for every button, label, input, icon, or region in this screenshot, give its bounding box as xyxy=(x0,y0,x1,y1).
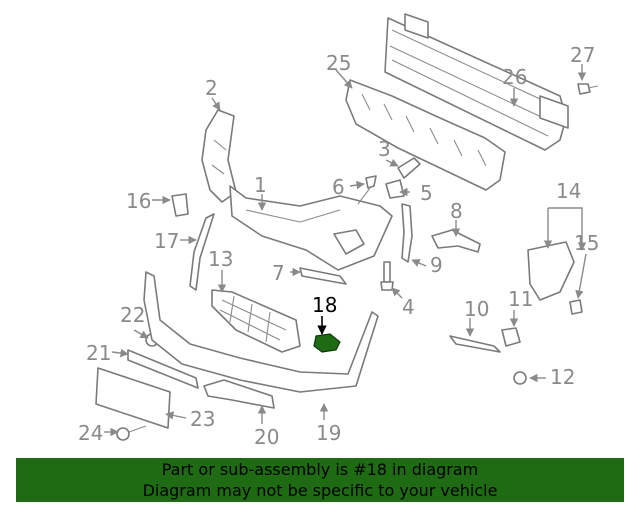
callout-14: 14 xyxy=(556,179,581,203)
callout-24: 24 xyxy=(78,421,103,445)
callout-17: 17 xyxy=(154,229,179,253)
callout-7: 7 xyxy=(272,261,285,285)
banner-line-1: Part or sub-assembly is #18 in diagram xyxy=(161,460,479,479)
callout-26: 26 xyxy=(502,65,527,89)
callout-5: 5 xyxy=(420,181,433,205)
callout-10: 10 xyxy=(464,297,489,321)
callout-11: 11 xyxy=(508,287,533,311)
part-25-energy-absorber xyxy=(345,79,506,191)
callout-20: 20 xyxy=(254,425,279,449)
parts-diagram: 2 1 3 5 6 16 17 7 8 9 4 13 22 21 23 24 2… xyxy=(78,13,599,449)
callout-27: 27 xyxy=(570,43,595,67)
callout-1: 1 xyxy=(254,173,267,197)
part-15-screw xyxy=(569,299,583,315)
part-info-banner: Part or sub-assembly is #18 in diagram D… xyxy=(16,458,624,502)
callout-15: 15 xyxy=(574,231,599,255)
part-9-retainer xyxy=(401,203,413,263)
callout-labels: 2 1 3 5 6 16 17 7 8 9 4 13 22 21 23 24 2… xyxy=(78,43,599,449)
callout-3: 3 xyxy=(378,137,391,161)
part-24-screw xyxy=(116,425,147,441)
part-27-bolt xyxy=(577,83,599,95)
part-14-splash-shield xyxy=(527,241,575,301)
part-5-clip xyxy=(385,179,405,199)
callout-18-highlighted: 18 xyxy=(312,293,337,317)
callout-2: 2 xyxy=(205,76,218,100)
part-lower-lip xyxy=(203,379,275,409)
callout-23: 23 xyxy=(190,407,215,431)
part-17-side-bracket xyxy=(189,213,215,291)
part-18-highlighted xyxy=(313,333,341,353)
part-3-bracket xyxy=(397,157,421,179)
callout-16: 16 xyxy=(126,189,151,213)
part-4-bolt xyxy=(380,261,394,291)
callout-22: 22 xyxy=(120,303,145,327)
part-11-nut xyxy=(501,327,521,347)
part-6-pin xyxy=(357,175,377,205)
part-7-trim xyxy=(299,267,347,285)
callout-12: 12 xyxy=(550,365,575,389)
banner-line-2: Diagram may not be specific to your vehi… xyxy=(142,481,498,500)
part-16-bracket xyxy=(171,193,189,217)
part-13-grille xyxy=(211,289,301,353)
part-2-upper-cover xyxy=(201,109,237,203)
callout-4: 4 xyxy=(402,295,415,319)
callout-13: 13 xyxy=(208,247,233,271)
part-19-lower-valance xyxy=(143,271,379,393)
part-12-screw xyxy=(513,371,527,385)
callout-9: 9 xyxy=(430,253,443,277)
callout-6: 6 xyxy=(332,175,345,199)
part-26-impact-beam xyxy=(384,13,569,151)
callout-8: 8 xyxy=(450,199,463,223)
part-23-plate-bracket xyxy=(95,367,171,429)
part-1-bumper-cover xyxy=(229,185,393,271)
leader-lines xyxy=(104,64,587,437)
callout-19: 19 xyxy=(316,421,341,445)
callout-21: 21 xyxy=(86,341,111,365)
callout-25: 25 xyxy=(326,51,351,75)
part-10-reflector xyxy=(449,335,501,353)
